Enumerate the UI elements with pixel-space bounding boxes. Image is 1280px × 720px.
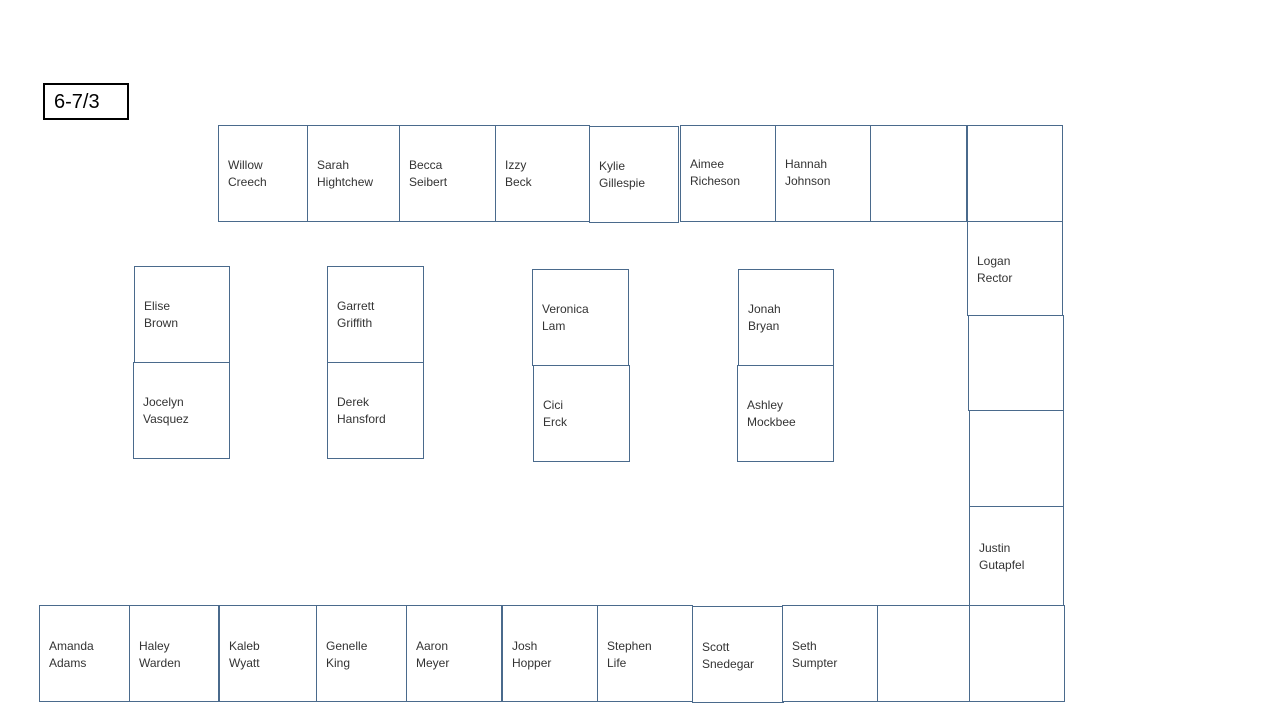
seat-name: Seth Sumpter — [792, 639, 838, 670]
seat-group4-front: Jonah Bryan — [738, 269, 834, 366]
seat-name: Stephen Life — [607, 639, 652, 670]
seat-right-3 — [969, 410, 1064, 507]
seat-bottom-2: Haley Warden — [129, 605, 219, 702]
seat-name: Justin Gutapfel — [979, 541, 1025, 572]
seat-group1-back: Jocelyn Vasquez — [133, 362, 230, 459]
seat-name: Kaleb Wyatt — [229, 639, 260, 670]
seat-top-7: Hannah Johnson — [775, 125, 871, 222]
seat-name: Derek Hansford — [337, 395, 386, 426]
seat-bottom-9: Seth Sumpter — [782, 605, 878, 702]
seat-bottom-3: Kaleb Wyatt — [219, 605, 317, 702]
seat-group2-back: Derek Hansford — [327, 362, 424, 459]
seat-top-2: Sarah Hightchew — [307, 125, 400, 222]
seat-bottom-10 — [877, 605, 970, 702]
seat-name: Becca Seibert — [409, 158, 448, 189]
seat-top-8 — [870, 125, 967, 222]
seat-right-4: Justin Gutapfel — [969, 506, 1064, 606]
seat-name: Amanda Adams — [49, 639, 94, 670]
seat-bottom-11 — [969, 605, 1065, 702]
seat-name: Aimee Richeson — [690, 157, 741, 188]
seating-chart-title: 6-7/3 — [43, 83, 129, 120]
seat-group3-front: Veronica Lam — [532, 269, 629, 366]
seat-name: Cici Erck — [543, 398, 567, 429]
seat-top-6: Aimee Richeson — [680, 125, 776, 222]
seat-name: Aaron Meyer — [416, 639, 450, 670]
seat-bottom-4: Genelle King — [316, 605, 407, 702]
seat-name: Jocelyn Vasquez — [143, 395, 189, 426]
seat-name: Logan Rector — [977, 254, 1013, 285]
seat-group2-front: Garrett Griffith — [327, 266, 424, 363]
seat-name: Jonah Bryan — [748, 302, 781, 333]
seat-top-1: Willow Creech — [218, 125, 308, 222]
seat-right-2 — [968, 315, 1064, 411]
seat-group4-back: Ashley Mockbee — [737, 365, 834, 462]
seat-name: Veronica Lam — [542, 302, 589, 333]
seat-top-4: Izzy Beck — [495, 125, 590, 222]
seat-top-9 — [967, 125, 1063, 222]
seat-name: Genelle King — [326, 639, 368, 670]
seat-group1-front: Elise Brown — [134, 266, 230, 363]
seat-name: Garrett Griffith — [337, 299, 375, 330]
seat-name: Sarah Hightchew — [317, 158, 374, 189]
seat-bottom-8: Scott Snedegar — [692, 606, 784, 703]
seat-name: Hannah Johnson — [785, 157, 831, 188]
seat-right-1: Logan Rector — [967, 221, 1063, 316]
seat-name: Elise Brown — [144, 299, 179, 330]
seat-group3-back: Cici Erck — [533, 365, 630, 462]
seat-bottom-7: Stephen Life — [597, 605, 693, 702]
seat-name: Ashley Mockbee — [747, 398, 796, 429]
seat-name: Scott Snedegar — [702, 640, 755, 671]
seat-bottom-6: Josh Hopper — [502, 605, 598, 702]
seat-bottom-1: Amanda Adams — [39, 605, 130, 702]
seat-name: Kylie Gillespie — [599, 159, 646, 190]
seat-bottom-5: Aaron Meyer — [406, 605, 502, 702]
seat-name: Willow Creech — [228, 158, 267, 189]
seat-name: Izzy Beck — [505, 158, 532, 189]
seat-name: Haley Warden — [139, 639, 181, 670]
seat-name: Josh Hopper — [512, 639, 552, 670]
seat-top-3: Becca Seibert — [399, 125, 496, 222]
seat-top-5: Kylie Gillespie — [589, 126, 679, 223]
